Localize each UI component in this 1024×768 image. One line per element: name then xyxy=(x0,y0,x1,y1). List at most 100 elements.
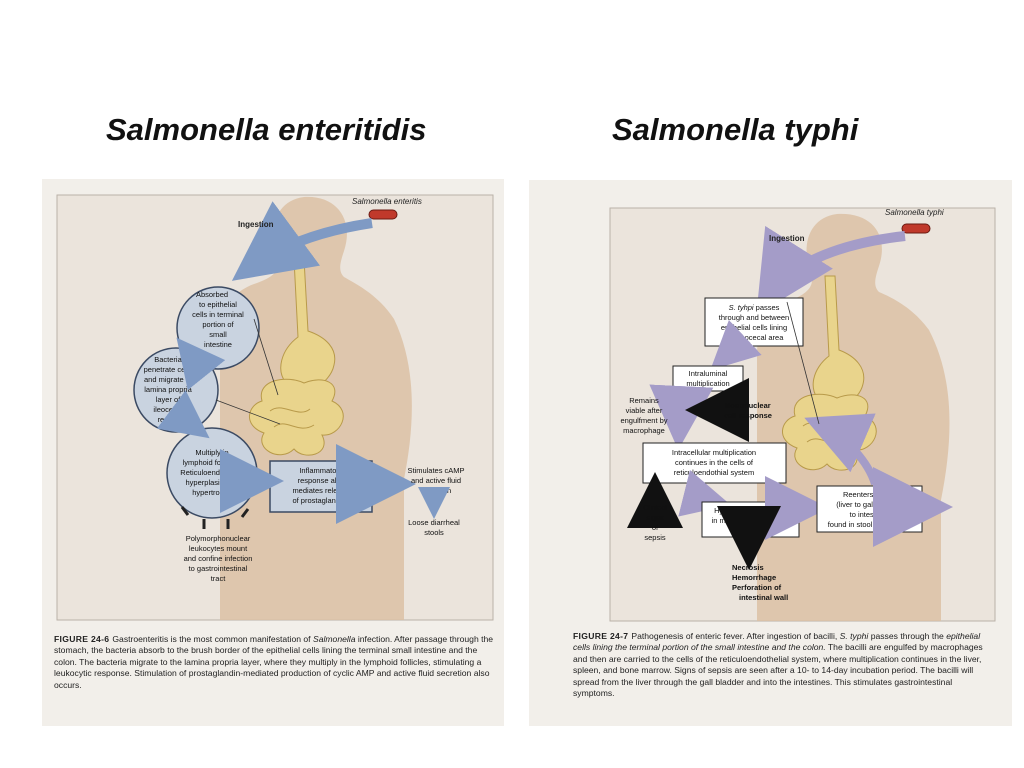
organism-label: Salmonella typhi xyxy=(885,208,944,217)
remains-text: Remains viable after engulfment by macro… xyxy=(620,396,667,435)
svg-text:Hemorrhage: Hemorrhage xyxy=(732,573,776,582)
svg-text:Reenters bowel: Reenters bowel xyxy=(843,490,895,499)
arrow-circle1-to-2 xyxy=(176,337,226,391)
svg-text:Reticuloendothelial: Reticuloendothelial xyxy=(180,468,244,477)
svg-text:Bacteria: Bacteria xyxy=(154,355,182,364)
svg-text:leukocytes mount: leukocytes mount xyxy=(189,544,248,553)
mononuclear-text: Mononuclear cell response xyxy=(724,401,772,420)
svg-text:Absorbed: Absorbed xyxy=(196,290,228,299)
svg-text:cell response: cell response xyxy=(724,411,772,420)
figure-typhi-diagram: Salmonella typhi Ingestion S. tyhpi pass… xyxy=(609,207,996,622)
clinical-signs-text: Clinical signs of sepsis xyxy=(643,503,668,542)
svg-text:penetrate cells: penetrate cells xyxy=(144,365,193,374)
svg-text:and active fluid: and active fluid xyxy=(411,476,461,485)
box-passes-text: S. tyhpi passes through and between epit… xyxy=(719,303,789,342)
box-reenters-text: Reenters bowel (liver to gall bladder to… xyxy=(828,490,911,529)
svg-text:region: region xyxy=(158,415,179,424)
svg-text:response also: response also xyxy=(298,476,345,485)
arrow-reenters-to-intestine xyxy=(804,413,879,486)
organism-label: Salmonella enteritis xyxy=(352,197,422,206)
svg-text:mediates release: mediates release xyxy=(292,486,349,495)
arrow-to-intraluminal xyxy=(710,319,762,371)
ingestion-label: Ingestion xyxy=(769,234,805,243)
ingestion-label: Ingestion xyxy=(238,220,274,229)
svg-text:small: small xyxy=(209,330,227,339)
svg-text:portion of: portion of xyxy=(202,320,234,329)
svg-text:cells in terminal: cells in terminal xyxy=(192,310,244,319)
figure-enteritidis-diagram: Salmonella enteritis Ingestion Absorbed … xyxy=(56,194,494,621)
svg-text:lamina propria: lamina propria xyxy=(144,385,192,394)
svg-text:the ileocecal area: the ileocecal area xyxy=(725,333,785,342)
svg-text:to gastrointestinal: to gastrointestinal xyxy=(189,564,248,573)
svg-text:hyperplasia and: hyperplasia and xyxy=(186,478,239,487)
svg-text:in mesenteric lymphoid: in mesenteric lymphoid xyxy=(712,516,789,525)
necrosis-text: Necrosis Hemorrhage Perforation of intes… xyxy=(732,563,788,602)
svg-text:of prostaglandins: of prostaglandins xyxy=(292,496,349,505)
circle-multiply-text: Multiply in lymphoid follicles. Reticulo… xyxy=(180,448,244,497)
intestines xyxy=(249,378,344,456)
svg-text:Clinical: Clinical xyxy=(643,503,668,512)
pointer-line-1 xyxy=(253,318,279,396)
svg-text:Hyperplastic changes: Hyperplastic changes xyxy=(714,506,786,515)
svg-text:Multiply in: Multiply in xyxy=(195,448,228,457)
svg-text:hypertrophy: hypertrophy xyxy=(192,488,232,497)
pointer-line-2 xyxy=(215,399,281,425)
pmn-arrows xyxy=(180,506,250,529)
svg-text:Remains: Remains xyxy=(629,396,659,405)
pmn-text: Polymorphonuclear leukocytes mount and c… xyxy=(184,534,253,583)
svg-text:continues in the cells of: continues in the cells of xyxy=(675,458,754,467)
svg-text:epithelial cells lining: epithelial cells lining xyxy=(721,323,787,332)
svg-text:and migrate to: and migrate to xyxy=(144,375,192,384)
box-inflammatory-text: Inflammatory response also mediates rele… xyxy=(292,466,349,505)
bacterium-icon xyxy=(901,223,931,234)
svg-text:found in stool specimens: found in stool specimens xyxy=(828,520,911,529)
svg-text:layer of: layer of xyxy=(156,395,182,404)
title-salmonella-enteritidis: Salmonella enteritidis xyxy=(106,112,427,147)
svg-text:Necrosis: Necrosis xyxy=(732,563,764,572)
svg-text:viable after: viable after xyxy=(626,406,663,415)
svg-text:(liver to gall bladder: (liver to gall bladder xyxy=(836,500,902,509)
svg-text:stools: stools xyxy=(424,528,444,537)
ingestion-arrow xyxy=(231,201,373,281)
svg-text:through and between: through and between xyxy=(719,313,789,322)
svg-text:Polymorphonuclear: Polymorphonuclear xyxy=(186,534,251,543)
svg-text:signs: signs xyxy=(646,513,664,522)
svg-text:sepsis: sepsis xyxy=(644,533,666,542)
loose-stools-text: Loose diarrheal stools xyxy=(408,518,460,537)
svg-text:to epithelial: to epithelial xyxy=(199,300,237,309)
svg-text:Mononuclear: Mononuclear xyxy=(724,401,771,410)
svg-text:ileocecal: ileocecal xyxy=(153,405,183,414)
svg-text:intestine: intestine xyxy=(204,340,232,349)
svg-text:secretion: secretion xyxy=(421,486,451,495)
svg-text:of: of xyxy=(652,523,659,532)
figure-typhi-panel: Salmonella typhi Ingestion S. tyhpi pass… xyxy=(529,180,1012,726)
svg-text:Inflammatory: Inflammatory xyxy=(299,466,343,475)
title-salmonella-typhi: Salmonella typhi xyxy=(612,112,859,147)
bacterium-icon xyxy=(368,209,398,220)
svg-text:Intraluminal: Intraluminal xyxy=(689,369,728,378)
arrow-circle2-to-3 xyxy=(156,390,210,439)
pointer-line xyxy=(786,301,820,425)
svg-text:S. tyhpi passes: S. tyhpi passes xyxy=(729,303,780,312)
svg-text:lymphoid follicles.: lymphoid follicles. xyxy=(183,458,242,467)
box-intracellular-text: Intracellular multiplication continues i… xyxy=(672,448,756,477)
svg-text:multiplication: multiplication xyxy=(686,379,729,388)
box-intraluminal-text: Intraluminal multiplication xyxy=(686,369,729,388)
svg-text:to intestine): to intestine) xyxy=(850,510,889,519)
svg-text:reticuloendothial system: reticuloendothial system xyxy=(674,468,754,477)
svg-text:Intracellular multiplication: Intracellular multiplication xyxy=(672,448,756,457)
svg-text:Stimulates cAMP: Stimulates cAMP xyxy=(407,466,464,475)
figure-enteritidis-panel: Salmonella enteritis Ingestion Absorbed … xyxy=(42,179,504,726)
svg-text:tissue: tissue xyxy=(740,526,760,535)
ingestion-arrow xyxy=(756,225,906,315)
svg-text:tract: tract xyxy=(211,574,227,583)
svg-text:engulfment by: engulfment by xyxy=(620,416,667,425)
svg-text:macrophage: macrophage xyxy=(623,426,665,435)
arrow-to-hyperplastic xyxy=(678,469,731,517)
arrow-to-intracellular xyxy=(649,384,714,450)
svg-text:Loose diarrheal: Loose diarrheal xyxy=(408,518,460,527)
svg-text:intestinal wall: intestinal wall xyxy=(739,593,788,602)
svg-text:Perforation of: Perforation of xyxy=(732,583,782,592)
